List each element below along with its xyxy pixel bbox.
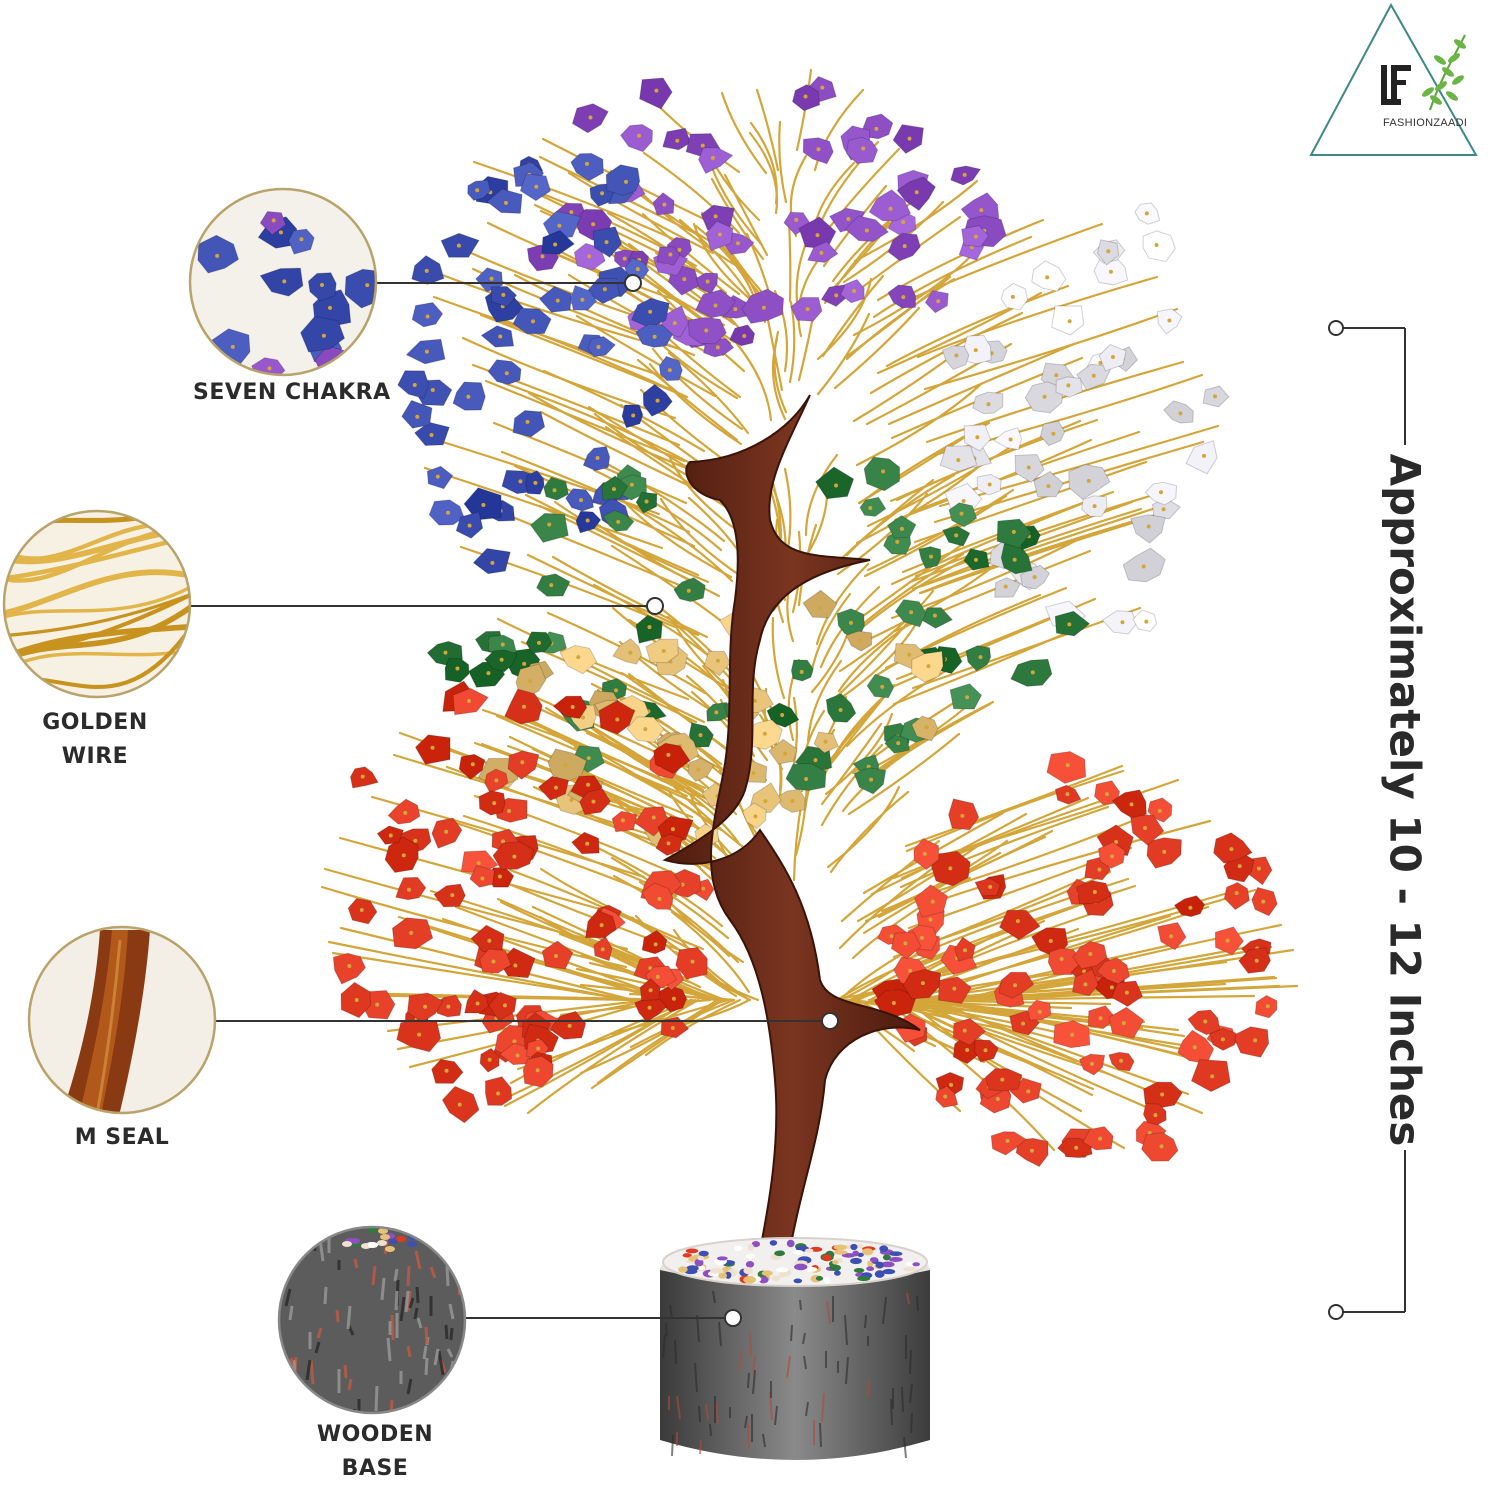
gemstone-chips [332,75,1278,1168]
bracket-top-dot [1328,320,1344,336]
height-dimension-bracket [1328,320,1406,1320]
zoom-seven-chakra [188,187,378,377]
height-dimension-label: Approximately 10 - 12 Inches [1380,453,1430,1147]
tree-trunk [662,394,921,1251]
zoom-wooden-base [277,1225,467,1415]
label-wooden-base: WOODEN BASE [316,1422,434,1481]
callout-dot-golden-wire [646,597,664,615]
brand-name: FASHIONZAADI [1383,117,1468,129]
callout-lines [190,274,839,1327]
callout-dot-seven-chakra [624,274,642,292]
callout-dot-wooden-base [724,1309,742,1327]
label-seven-chakra: SEVEN CHAKRA [193,380,391,405]
callout-dot-m-seal [821,1012,839,1030]
label-golden-wire: GOLDEN WIRE [42,710,148,769]
bracket-bottom-dot [1328,1304,1344,1320]
brand-logo [1309,2,1478,156]
zoom-m-seal [27,925,217,1115]
wooden-base-stand [660,1237,930,1460]
zoom-golden-wire [2,509,192,699]
label-m-seal: M SEAL [74,1125,170,1150]
